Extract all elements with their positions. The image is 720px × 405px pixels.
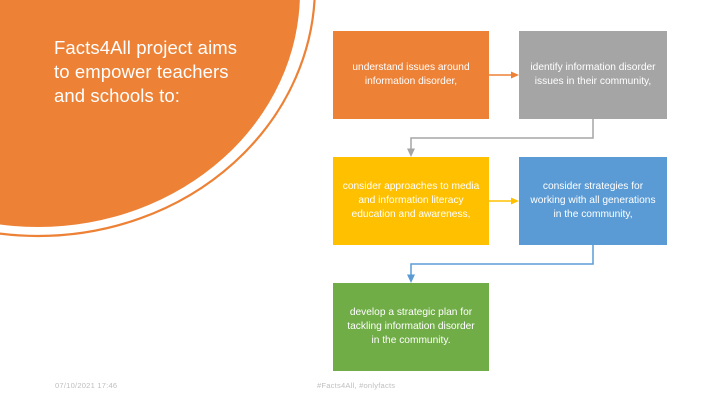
flow-node-identify[interactable]: identify information disorder issues in … <box>519 31 667 119</box>
flow-node-strategies-label: consider strategies for working with all… <box>530 180 656 221</box>
connector-approaches-to-strategies <box>489 197 519 205</box>
flow-node-understand[interactable]: understand issues around information dis… <box>333 31 489 119</box>
flow-node-plan[interactable]: develop a strategic plan for tackling in… <box>333 283 489 371</box>
connector-identify-to-approaches <box>407 119 594 157</box>
page-title: Facts4All project aims to empower teache… <box>54 37 238 107</box>
flow-node-plan-label: develop a strategic plan for tackling in… <box>347 306 475 347</box>
connector-strategies-to-plan <box>407 245 594 283</box>
footer-hashtags: #Facts4All, #onlyfacts <box>317 381 396 390</box>
flow-node-approaches[interactable]: consider approaches to media and informa… <box>333 157 489 245</box>
flow-node-understand-label: understand issues around information dis… <box>352 61 470 87</box>
flow-node-identify-label: identify information disorder issues in … <box>530 61 656 87</box>
footer-timestamp: 07/10/2021 17:46 <box>55 381 118 390</box>
connector-understand-to-identify <box>489 71 519 79</box>
flow-node-approaches-label: consider approaches to media and informa… <box>342 180 480 221</box>
flow-node-strategies[interactable]: consider strategies for working with all… <box>519 157 667 245</box>
